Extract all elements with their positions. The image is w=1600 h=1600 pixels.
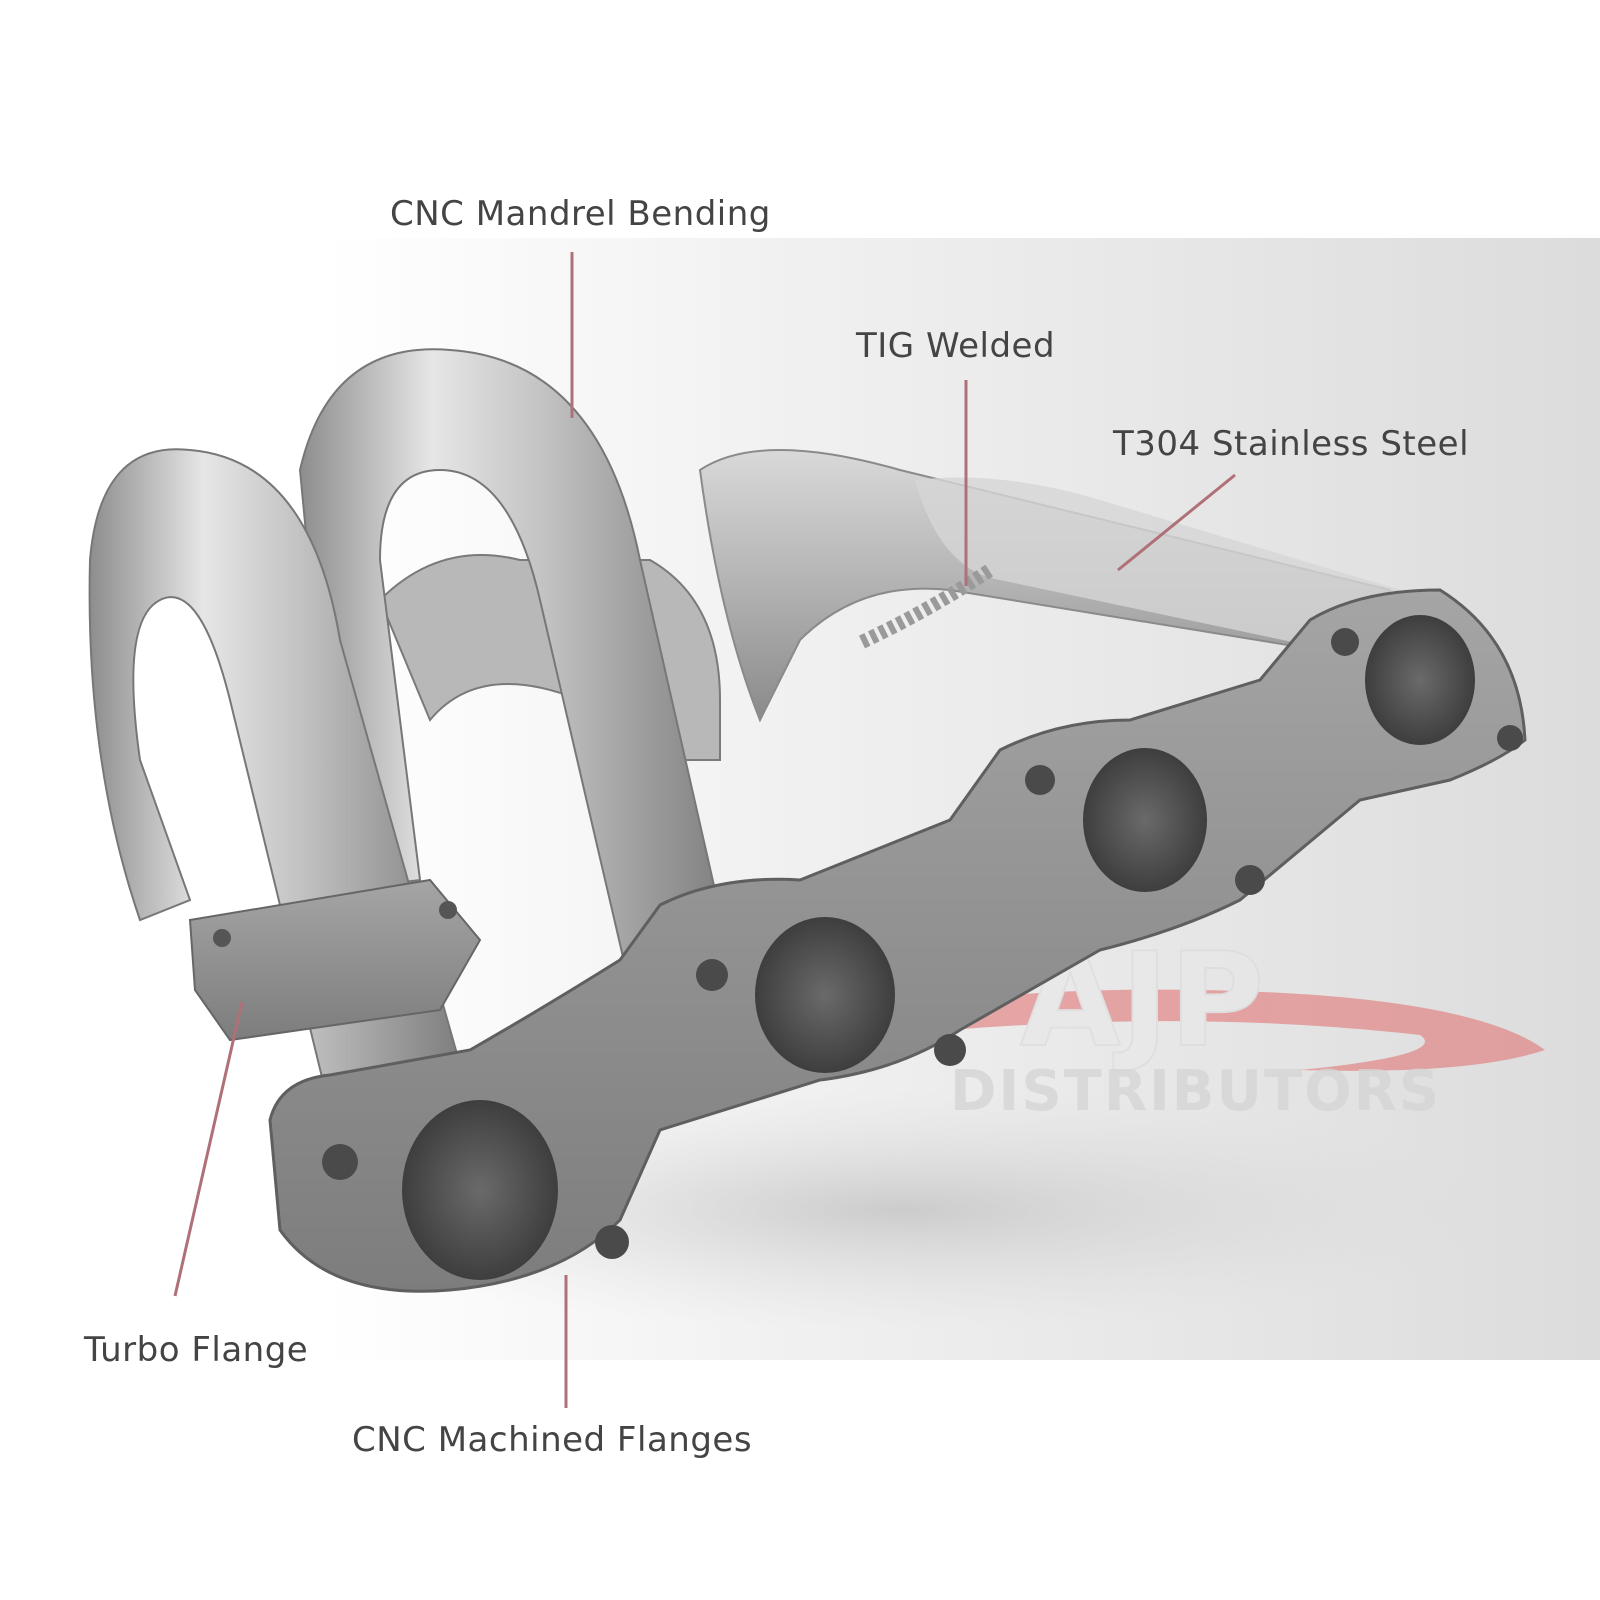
turbo-flange-bolt-hole [439, 901, 457, 919]
leader-line-turbo [173, 1001, 244, 1297]
flange-port [402, 1100, 558, 1280]
runner-rear-top [915, 477, 1400, 650]
leader-line-steel [1117, 473, 1236, 572]
callout-machined-flanges: CNC Machined Flanges [352, 1420, 753, 1460]
flange-port [1083, 748, 1207, 892]
flange-bolt-hole [1331, 628, 1359, 656]
mandrel-bend-center [298, 348, 742, 1032]
flange-bolt-hole [1025, 765, 1055, 795]
head-flange [268, 588, 1527, 1293]
flange-bolt-hole [322, 1144, 358, 1180]
flange-bolt-hole [1497, 725, 1523, 751]
tig-weld-bead [859, 564, 994, 649]
callout-stainless-steel: T304 Stainless Steel [1113, 424, 1470, 464]
flange-bolt-hole [595, 1225, 629, 1259]
flange-bolt-hole [1235, 865, 1265, 895]
flange-port [755, 917, 895, 1073]
turbo-flange [188, 878, 482, 1042]
flange-port [1365, 615, 1475, 745]
flange-bolt-hole [696, 959, 728, 991]
callout-tig-welded: TIG Welded [856, 326, 1056, 366]
turbo-flange-bolt-hole [213, 929, 231, 947]
flange-bolt-hole [934, 1034, 966, 1066]
watermark-tagline: DISTRIBUTORS [950, 1059, 1441, 1124]
callout-mandrel-bending: CNC Mandrel Bending [390, 194, 771, 234]
callout-turbo-flange: Turbo Flange [84, 1330, 309, 1370]
